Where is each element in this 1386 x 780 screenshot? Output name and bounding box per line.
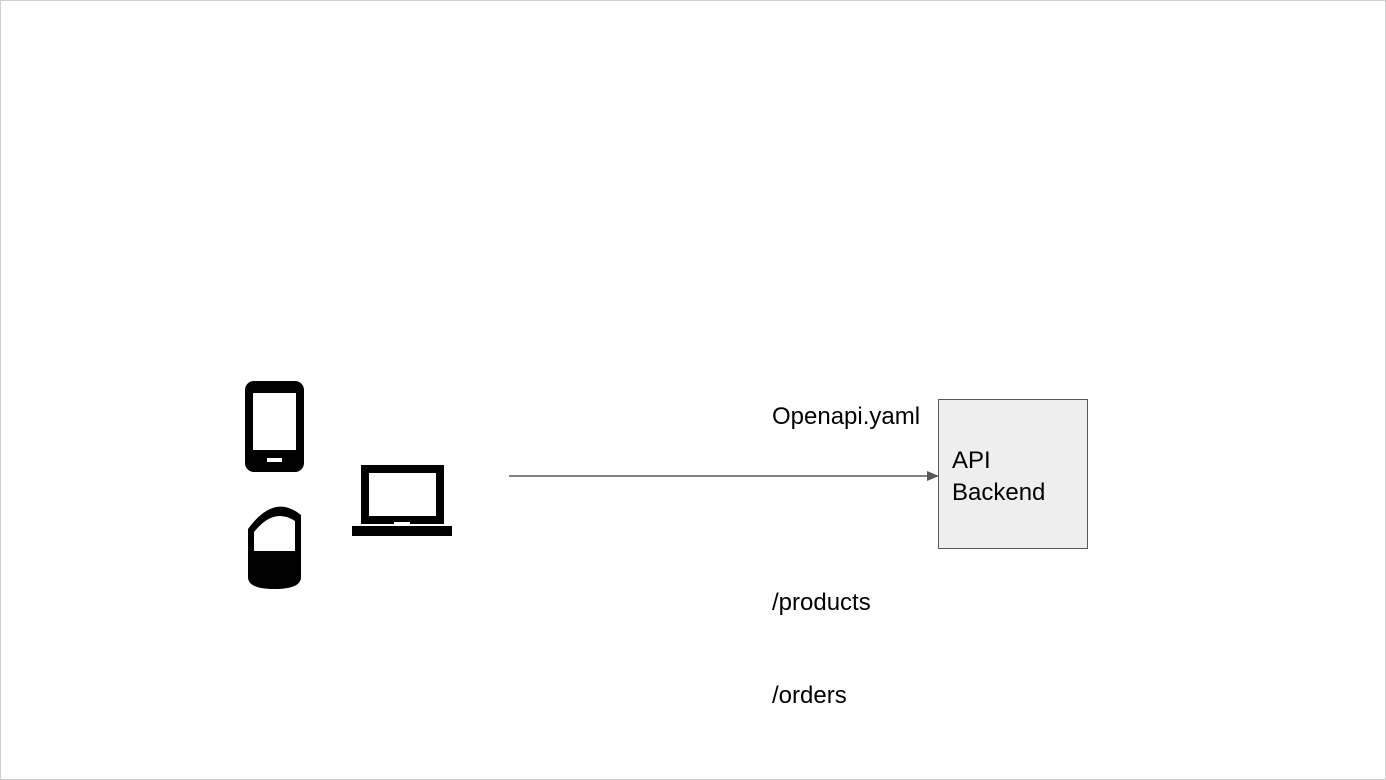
spec-path-products: /products bbox=[772, 589, 871, 616]
smartphone-icon bbox=[245, 381, 304, 472]
laptop-icon bbox=[352, 465, 452, 536]
request-arrow bbox=[509, 471, 939, 481]
api-backend-box: API Backend bbox=[938, 399, 1088, 549]
openapi-spec-label: Openapi.yaml /products /orders bbox=[772, 339, 920, 773]
api-backend-label: API Backend bbox=[952, 447, 1046, 506]
spec-path-orders: /orders bbox=[772, 682, 847, 709]
spec-spacer bbox=[772, 494, 920, 525]
spec-filename: Openapi.yaml bbox=[772, 403, 921, 430]
smart-speaker-icon bbox=[248, 506, 301, 589]
